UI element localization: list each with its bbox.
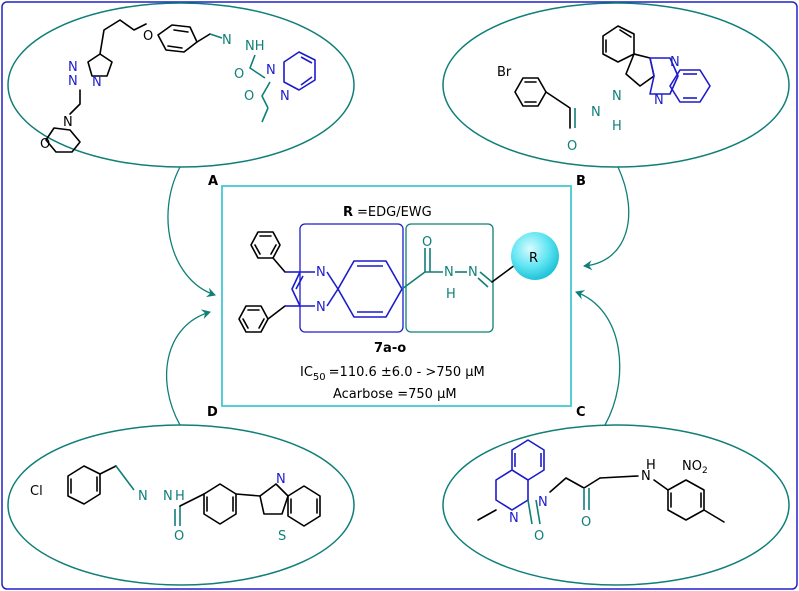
a-n3: N bbox=[92, 75, 102, 90]
core-h: H bbox=[446, 287, 456, 302]
b-n-a: N bbox=[670, 55, 680, 70]
label-c: C bbox=[576, 405, 586, 420]
a-n-ring: N bbox=[266, 63, 276, 78]
c-n-top: N bbox=[538, 495, 548, 510]
a-o-amide: O bbox=[234, 67, 244, 82]
c-o-amide: O bbox=[581, 515, 591, 530]
a-o-ether: O bbox=[143, 29, 153, 44]
core-n2: N bbox=[468, 265, 478, 280]
b-o: O bbox=[567, 139, 577, 154]
r-group-circle bbox=[511, 232, 559, 280]
a-n-ring2: N bbox=[280, 89, 290, 104]
compound-label: 7a-o bbox=[374, 341, 406, 356]
core-n-top: N bbox=[316, 265, 326, 280]
d-n-thz: N bbox=[276, 472, 286, 487]
label-d: D bbox=[207, 405, 218, 420]
structure-c: N N O O N H NO2 bbox=[477, 439, 725, 544]
b-nh: N bbox=[591, 105, 601, 120]
ic50-line: IC50=110.6 ±6.0 - >750 µM bbox=[300, 365, 485, 383]
structure-b: Br O N H N N N bbox=[497, 25, 711, 154]
quinoxaline-highlight bbox=[299, 223, 404, 333]
center-box bbox=[221, 185, 572, 407]
core-structure: N N O N N H bbox=[238, 231, 516, 333]
a-n1: N bbox=[68, 60, 78, 75]
r-definition: R=EDG/EWG bbox=[343, 205, 432, 220]
a-n-imine: N bbox=[222, 33, 232, 48]
a-o-keto: O bbox=[244, 89, 254, 104]
a-n2: N bbox=[68, 74, 78, 89]
label-a: A bbox=[208, 174, 218, 189]
r-group-label: R bbox=[529, 251, 538, 266]
core-n1: N bbox=[444, 265, 454, 280]
arrow-d bbox=[166, 309, 211, 426]
structure-a: N N N O N NH O N O N N O bbox=[40, 19, 316, 153]
c-h: H bbox=[646, 458, 656, 473]
arrow-a bbox=[167, 166, 216, 298]
a-o-morph: O bbox=[40, 137, 50, 152]
d-o: O bbox=[174, 529, 184, 544]
ellipse-d bbox=[7, 424, 355, 586]
core-o: O bbox=[422, 235, 432, 250]
d-h: H bbox=[175, 489, 185, 504]
b-h: H bbox=[612, 119, 622, 134]
acarbose-line: Acarbose =750 µM bbox=[333, 387, 457, 402]
core-n-bottom: N bbox=[316, 300, 326, 315]
b-n-imine: N bbox=[612, 89, 622, 104]
d-s: S bbox=[278, 529, 286, 544]
arrow-c bbox=[575, 290, 621, 426]
ellipse-a bbox=[7, 2, 355, 168]
a-nh: NH bbox=[245, 39, 265, 54]
ellipse-b bbox=[442, 2, 790, 168]
ellipse-c bbox=[442, 424, 790, 586]
a-n-morph: N bbox=[63, 115, 73, 130]
c-no2: NO2 bbox=[682, 459, 708, 476]
c-n-left: N bbox=[509, 511, 519, 526]
center-panel: R=EDG/EWG N N bbox=[221, 185, 572, 407]
d-cl: Cl bbox=[30, 484, 43, 499]
c-o-keto: O bbox=[534, 529, 544, 544]
d-nh: N bbox=[163, 489, 173, 504]
b-n-b: N bbox=[654, 93, 664, 108]
hydrazone-highlight bbox=[405, 223, 494, 333]
b-br: Br bbox=[497, 65, 512, 80]
structure-d: Cl N N H O N S bbox=[30, 465, 321, 544]
c-nh: N bbox=[641, 469, 651, 484]
d-n-imine: N bbox=[138, 489, 148, 504]
label-b: B bbox=[576, 174, 586, 189]
arrow-b bbox=[583, 166, 630, 271]
